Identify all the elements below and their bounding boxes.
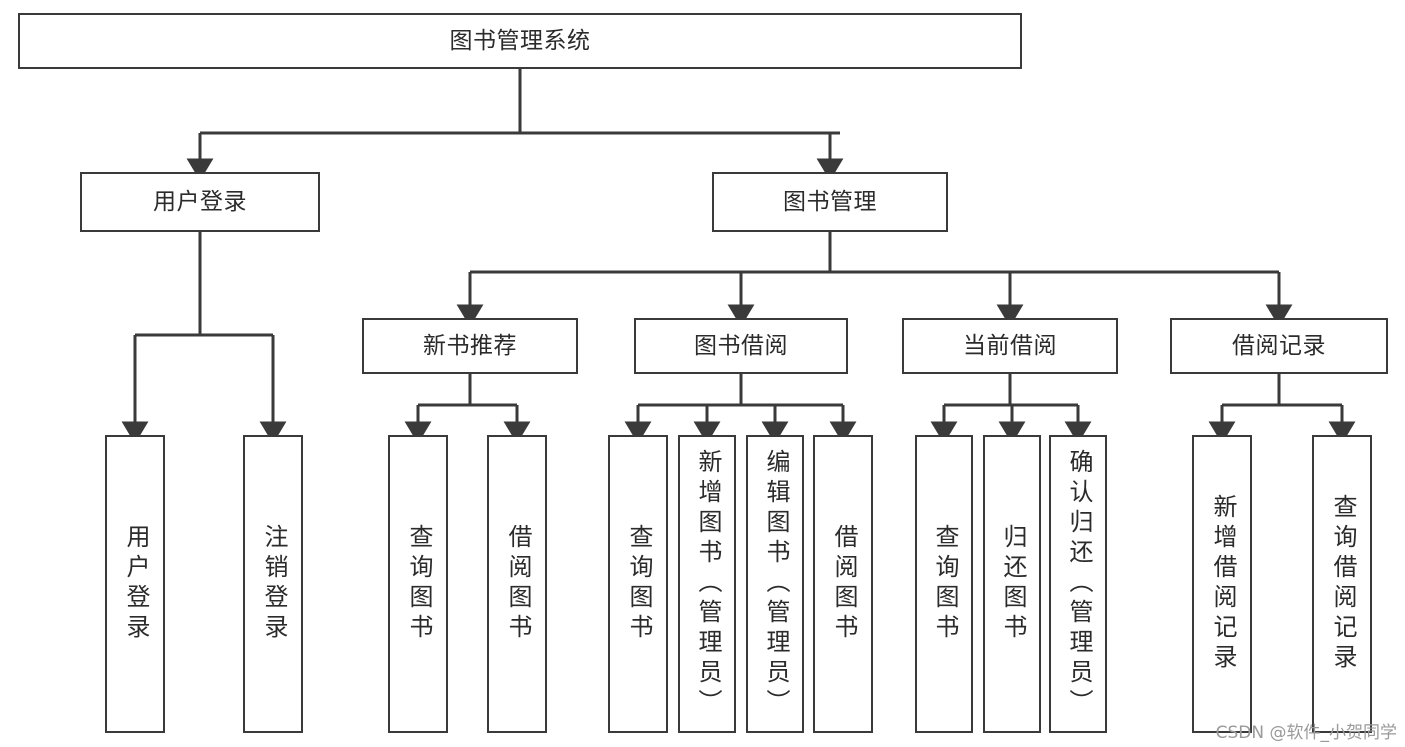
node-leaf-query-record-label: 查询借阅记录 <box>1328 494 1357 674</box>
node-leaf-logout-label: 注销登录 <box>259 524 288 644</box>
node-leaf-query-book-1-label: 查询图书 <box>404 524 433 644</box>
node-leaf-add-record-label: 新增借阅记录 <box>1208 494 1237 674</box>
node-leaf-query-book-1[interactable]: 查询图书 <box>388 435 448 733</box>
node-root[interactable]: 图书管理系统 <box>18 13 1022 69</box>
node-leaf-borrow-book-2[interactable]: 借阅图书 <box>813 435 873 733</box>
csdn-watermark: CSDN @软件_小贺同学 <box>1215 723 1397 743</box>
node-leaf-query-book-2-label: 查询图书 <box>624 524 653 644</box>
node-root-label: 图书管理系统 <box>449 27 591 54</box>
node-book-manage-label: 图书管理 <box>783 188 877 215</box>
node-current-borrow[interactable]: 当前借阅 <box>902 318 1118 374</box>
node-leaf-user-login[interactable]: 用户登录 <box>105 435 165 733</box>
node-leaf-query-record[interactable]: 查询借阅记录 <box>1312 435 1372 733</box>
node-leaf-user-login-label: 用户登录 <box>121 524 150 644</box>
node-leaf-return-book[interactable]: 归还图书 <box>983 435 1041 733</box>
node-current-borrow-label: 当前借阅 <box>963 332 1057 359</box>
node-leaf-add-record[interactable]: 新增借阅记录 <box>1192 435 1252 733</box>
node-leaf-borrow-book-1-label: 借阅图书 <box>503 524 532 644</box>
node-leaf-logout[interactable]: 注销登录 <box>243 435 303 733</box>
node-leaf-edit-book[interactable]: 编辑图书（管理员） <box>746 435 804 733</box>
node-leaf-return-book-label: 归还图书 <box>998 524 1027 644</box>
node-leaf-add-book-label: 新增图书（管理员） <box>693 449 722 719</box>
node-leaf-query-book-3[interactable]: 查询图书 <box>915 435 973 733</box>
node-borrow-record-label: 借阅记录 <box>1232 332 1326 359</box>
node-book-borrow[interactable]: 图书借阅 <box>634 318 848 374</box>
node-leaf-query-book-2[interactable]: 查询图书 <box>608 435 668 733</box>
node-new-book-rec-label: 新书推荐 <box>423 332 517 359</box>
node-leaf-add-book[interactable]: 新增图书（管理员） <box>678 435 736 733</box>
node-book-manage[interactable]: 图书管理 <box>712 172 948 232</box>
node-leaf-borrow-book-1[interactable]: 借阅图书 <box>487 435 547 733</box>
node-leaf-query-book-3-label: 查询图书 <box>930 524 959 644</box>
node-user-login-label: 用户登录 <box>153 188 247 215</box>
node-leaf-confirm-return[interactable]: 确认归还（管理员） <box>1049 435 1107 733</box>
node-leaf-edit-book-label: 编辑图书（管理员） <box>761 449 790 719</box>
node-book-borrow-label: 图书借阅 <box>694 332 788 359</box>
node-user-login[interactable]: 用户登录 <box>80 172 320 232</box>
node-new-book-rec[interactable]: 新书推荐 <box>362 318 578 374</box>
node-borrow-record[interactable]: 借阅记录 <box>1170 318 1388 374</box>
node-leaf-confirm-return-label: 确认归还（管理员） <box>1064 449 1093 719</box>
node-leaf-borrow-book-2-label: 借阅图书 <box>829 524 858 644</box>
